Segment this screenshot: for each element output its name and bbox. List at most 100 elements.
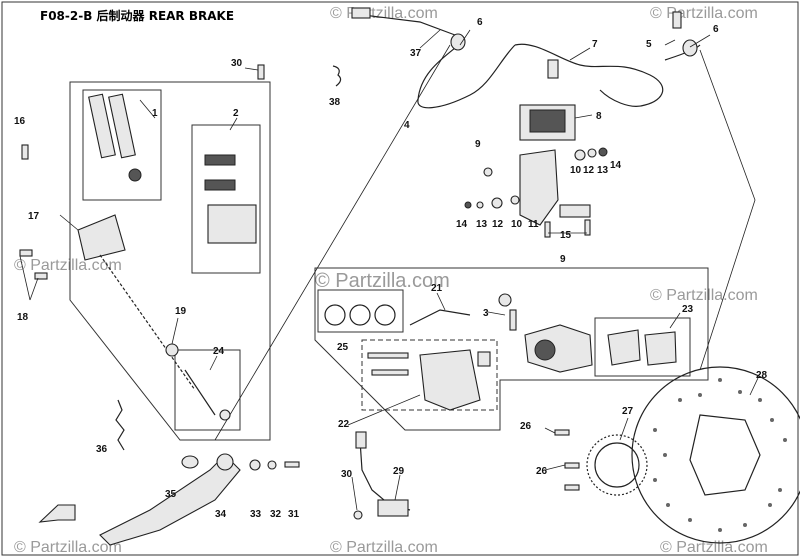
callout-22: 22 (338, 419, 350, 430)
watermark-top: © Partzilla.com (330, 5, 438, 22)
watermarks: © Partzilla.com © Partzilla.com © Partzi… (14, 5, 768, 556)
slide-pin-25a (367, 352, 409, 359)
nut-13a (598, 147, 608, 157)
watermark-left: © Partzilla.com (14, 257, 122, 274)
callout-3: 3 (483, 308, 489, 319)
callout-1: 1 (152, 108, 158, 119)
pin-kit-21 (409, 309, 471, 326)
abs-modulator-face (529, 109, 566, 133)
bolt-18b (34, 272, 48, 280)
washer-33 (249, 459, 261, 471)
callout-12-bottom: 12 (492, 219, 504, 230)
sensor-plug (351, 7, 371, 19)
callout-11: 11 (528, 219, 539, 230)
hose-route-line-right (699, 49, 756, 371)
bolt-26c (564, 484, 580, 491)
bolt-26b (564, 462, 580, 469)
washer-13b (476, 201, 484, 209)
callout-35: 35 (165, 489, 177, 500)
callout-26-bottom: 26 (536, 466, 548, 477)
master-cylinder-assembly-outline (69, 81, 271, 441)
bracket-11 (519, 149, 559, 226)
bolt-30b (353, 510, 363, 520)
callout-23: 23 (682, 304, 694, 315)
callout-13-top: 13 (597, 165, 609, 176)
washer-12a (587, 148, 597, 158)
sensor-cable-37 (354, 13, 456, 36)
push-rod-24 (184, 369, 216, 416)
callout-9-bottom: 9 (560, 254, 566, 265)
watermark-bottom-right: © Partzilla.com (660, 539, 768, 556)
callout-9-top: 9 (475, 139, 481, 150)
brake-pedal-34 (99, 454, 241, 546)
bleeder-screw-3 (509, 309, 517, 331)
reservoir-cap-subgroup-outline (191, 124, 261, 274)
clevis-24 (219, 409, 231, 421)
bolt-15a (544, 221, 551, 238)
part-38-clip (332, 65, 342, 87)
bracket-plate-9 (559, 204, 591, 218)
callout-36: 36 (96, 444, 108, 455)
callout-30-top: 30 (231, 58, 243, 69)
callout-28: 28 (756, 370, 768, 381)
callout-labels: 1 2 3 4 5 6 6 7 8 9 9 10 10 11 12 12 13 … (14, 17, 768, 520)
callout-10-bottom: 10 (511, 219, 523, 230)
bolt-9 (483, 167, 493, 177)
callout-7: 7 (592, 39, 598, 50)
spacer-10b (510, 195, 520, 205)
callout-29: 29 (393, 466, 405, 477)
hose-route-line (214, 44, 451, 441)
tone-ring-inner (594, 442, 640, 488)
reservoir-2 (207, 204, 257, 244)
watermark-top-right: © Partzilla.com (650, 5, 758, 22)
brake-pads-outline (594, 317, 691, 377)
caliper-assembly-outline (314, 267, 709, 431)
callout-5: 5 (646, 39, 652, 50)
callout-14-bottom: 14 (456, 219, 468, 230)
pivot-bolt-31 (284, 461, 300, 468)
callout-14-top: 14 (610, 160, 622, 171)
bolt-5 (672, 11, 682, 29)
grommet-12b (491, 197, 503, 209)
diagram-title: F08-2-B 后制动器 REAR BRAKE (40, 8, 234, 23)
callout-15: 15 (560, 230, 572, 241)
speed-sensor-29 (377, 499, 409, 517)
callout-19: 19 (175, 306, 187, 317)
disc-hub (689, 414, 761, 496)
brake-pad-a (607, 329, 641, 366)
callout-21: 21 (431, 283, 443, 294)
boot-19 (165, 343, 179, 357)
banjo-bolt-left (450, 33, 466, 51)
sensor-connector (355, 431, 367, 449)
callout-38: 38 (329, 97, 341, 108)
brake-hose-7 (514, 43, 664, 107)
callout-12-top: 12 (583, 165, 595, 176)
callout-26-top: 26 (520, 421, 532, 432)
leader-lines (19, 29, 759, 511)
nut-14b (464, 201, 472, 209)
callout-25: 25 (337, 342, 349, 353)
slide-pin-25b (371, 369, 409, 376)
pedal-spring-35 (181, 455, 199, 469)
push-rod-subgroup-outline (174, 349, 241, 431)
reservoir-hose-1b (108, 93, 136, 159)
bolt-18a (19, 249, 33, 257)
watermark-bottom: © Partzilla.com (330, 539, 438, 556)
disc-holes (653, 378, 787, 532)
callout-24: 24 (213, 346, 225, 357)
callout-31: 31 (288, 509, 300, 520)
spring-36 (115, 399, 125, 451)
callout-33: 33 (250, 509, 262, 520)
callout-17: 17 (28, 211, 40, 222)
seal-ring-c (374, 304, 396, 326)
reservoir-hose-1 (88, 93, 116, 159)
callout-30-bottom: 30 (341, 469, 353, 480)
callout-4: 4 (404, 120, 410, 131)
callout-27: 27 (622, 406, 634, 417)
brake-pad-b (644, 331, 677, 366)
watermark-bottom-left: © Partzilla.com (14, 539, 122, 556)
bolt-16 (21, 144, 29, 160)
callout-8: 8 (596, 111, 602, 122)
